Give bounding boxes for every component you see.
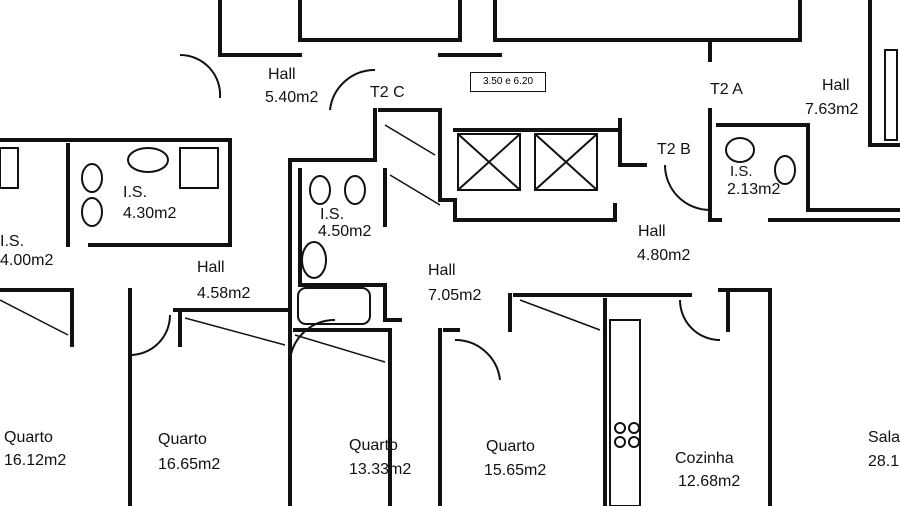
room-area: 4.30m2 (123, 205, 177, 222)
room-area: 7.05m2 (428, 287, 482, 304)
washbasin (301, 241, 327, 279)
room-name: I.S. (123, 184, 148, 201)
wall (288, 108, 377, 327)
room-name: Sala (868, 429, 900, 446)
room-area: 4.58m2 (197, 285, 251, 302)
room-area: 7.63m2 (805, 101, 859, 118)
wall (298, 0, 462, 42)
bathtub (297, 287, 371, 325)
room-name: T2 C (370, 84, 405, 101)
dimension-box: 3.50 e 6.20 (470, 72, 546, 92)
room-area: 15.65m2 (484, 462, 547, 479)
toilet (309, 175, 331, 205)
room-name: I.S. (730, 163, 753, 180)
room-area: 16.65m2 (158, 456, 221, 473)
hob (628, 436, 640, 448)
room-area: 12.68m2 (678, 473, 741, 490)
wall (0, 288, 74, 347)
door-swing (179, 53, 222, 99)
door-swing (679, 299, 721, 341)
lift-cross (457, 133, 521, 191)
room-name: I.S. (0, 233, 25, 250)
shower (179, 147, 219, 189)
wall (0, 138, 232, 247)
hob (614, 436, 626, 448)
counter (609, 319, 641, 506)
window-glass (884, 49, 898, 141)
wall (718, 288, 772, 506)
wall (868, 0, 900, 147)
door-swing (129, 314, 171, 356)
lift-shaft (534, 133, 598, 191)
bidet (344, 175, 366, 205)
wall (618, 118, 647, 167)
door-swing (664, 164, 711, 211)
wall (716, 123, 900, 212)
wall (218, 0, 302, 57)
room-area: 4.50m2 (318, 223, 372, 240)
toilet (774, 155, 796, 185)
room-area: 16.12m2 (4, 452, 67, 469)
room-name: Quarto (158, 431, 207, 448)
room-name: Quarto (349, 437, 398, 454)
door-swing (329, 68, 376, 111)
room-name: T2 B (657, 141, 691, 158)
wall (298, 168, 402, 322)
door-swing (289, 318, 336, 361)
toilet (81, 163, 103, 193)
wall (438, 108, 617, 222)
room-area: 4.80m2 (637, 247, 691, 264)
room-area: 4.00m2 (0, 252, 54, 269)
room-name: Quarto (486, 438, 535, 455)
room-area: 13.33m2 (349, 461, 412, 478)
window-glass (0, 147, 19, 189)
lift-shaft (457, 133, 521, 191)
room-name: Hall (197, 259, 225, 276)
room-name: Hall (268, 66, 296, 83)
door-swing (454, 338, 501, 381)
wall (493, 0, 802, 42)
hob (614, 422, 626, 434)
room-name: Hall (428, 262, 456, 279)
room-area: 2.13m2 (727, 181, 781, 198)
room-name: Quarto (4, 429, 53, 446)
wall (708, 108, 722, 222)
room-area: 5.40m2 (265, 89, 319, 106)
lift-cross (534, 133, 598, 191)
room-name: Hall (638, 223, 666, 240)
hob (628, 422, 640, 434)
room-name: T2 A (710, 81, 743, 98)
washbasin (725, 137, 755, 163)
room-name: Hall (822, 77, 850, 94)
room-area: 28.1 (868, 453, 900, 470)
room-name: Cozinha (675, 450, 734, 467)
room-name: I.S. (320, 206, 345, 223)
bidet (81, 197, 103, 227)
washbasin (127, 147, 169, 173)
